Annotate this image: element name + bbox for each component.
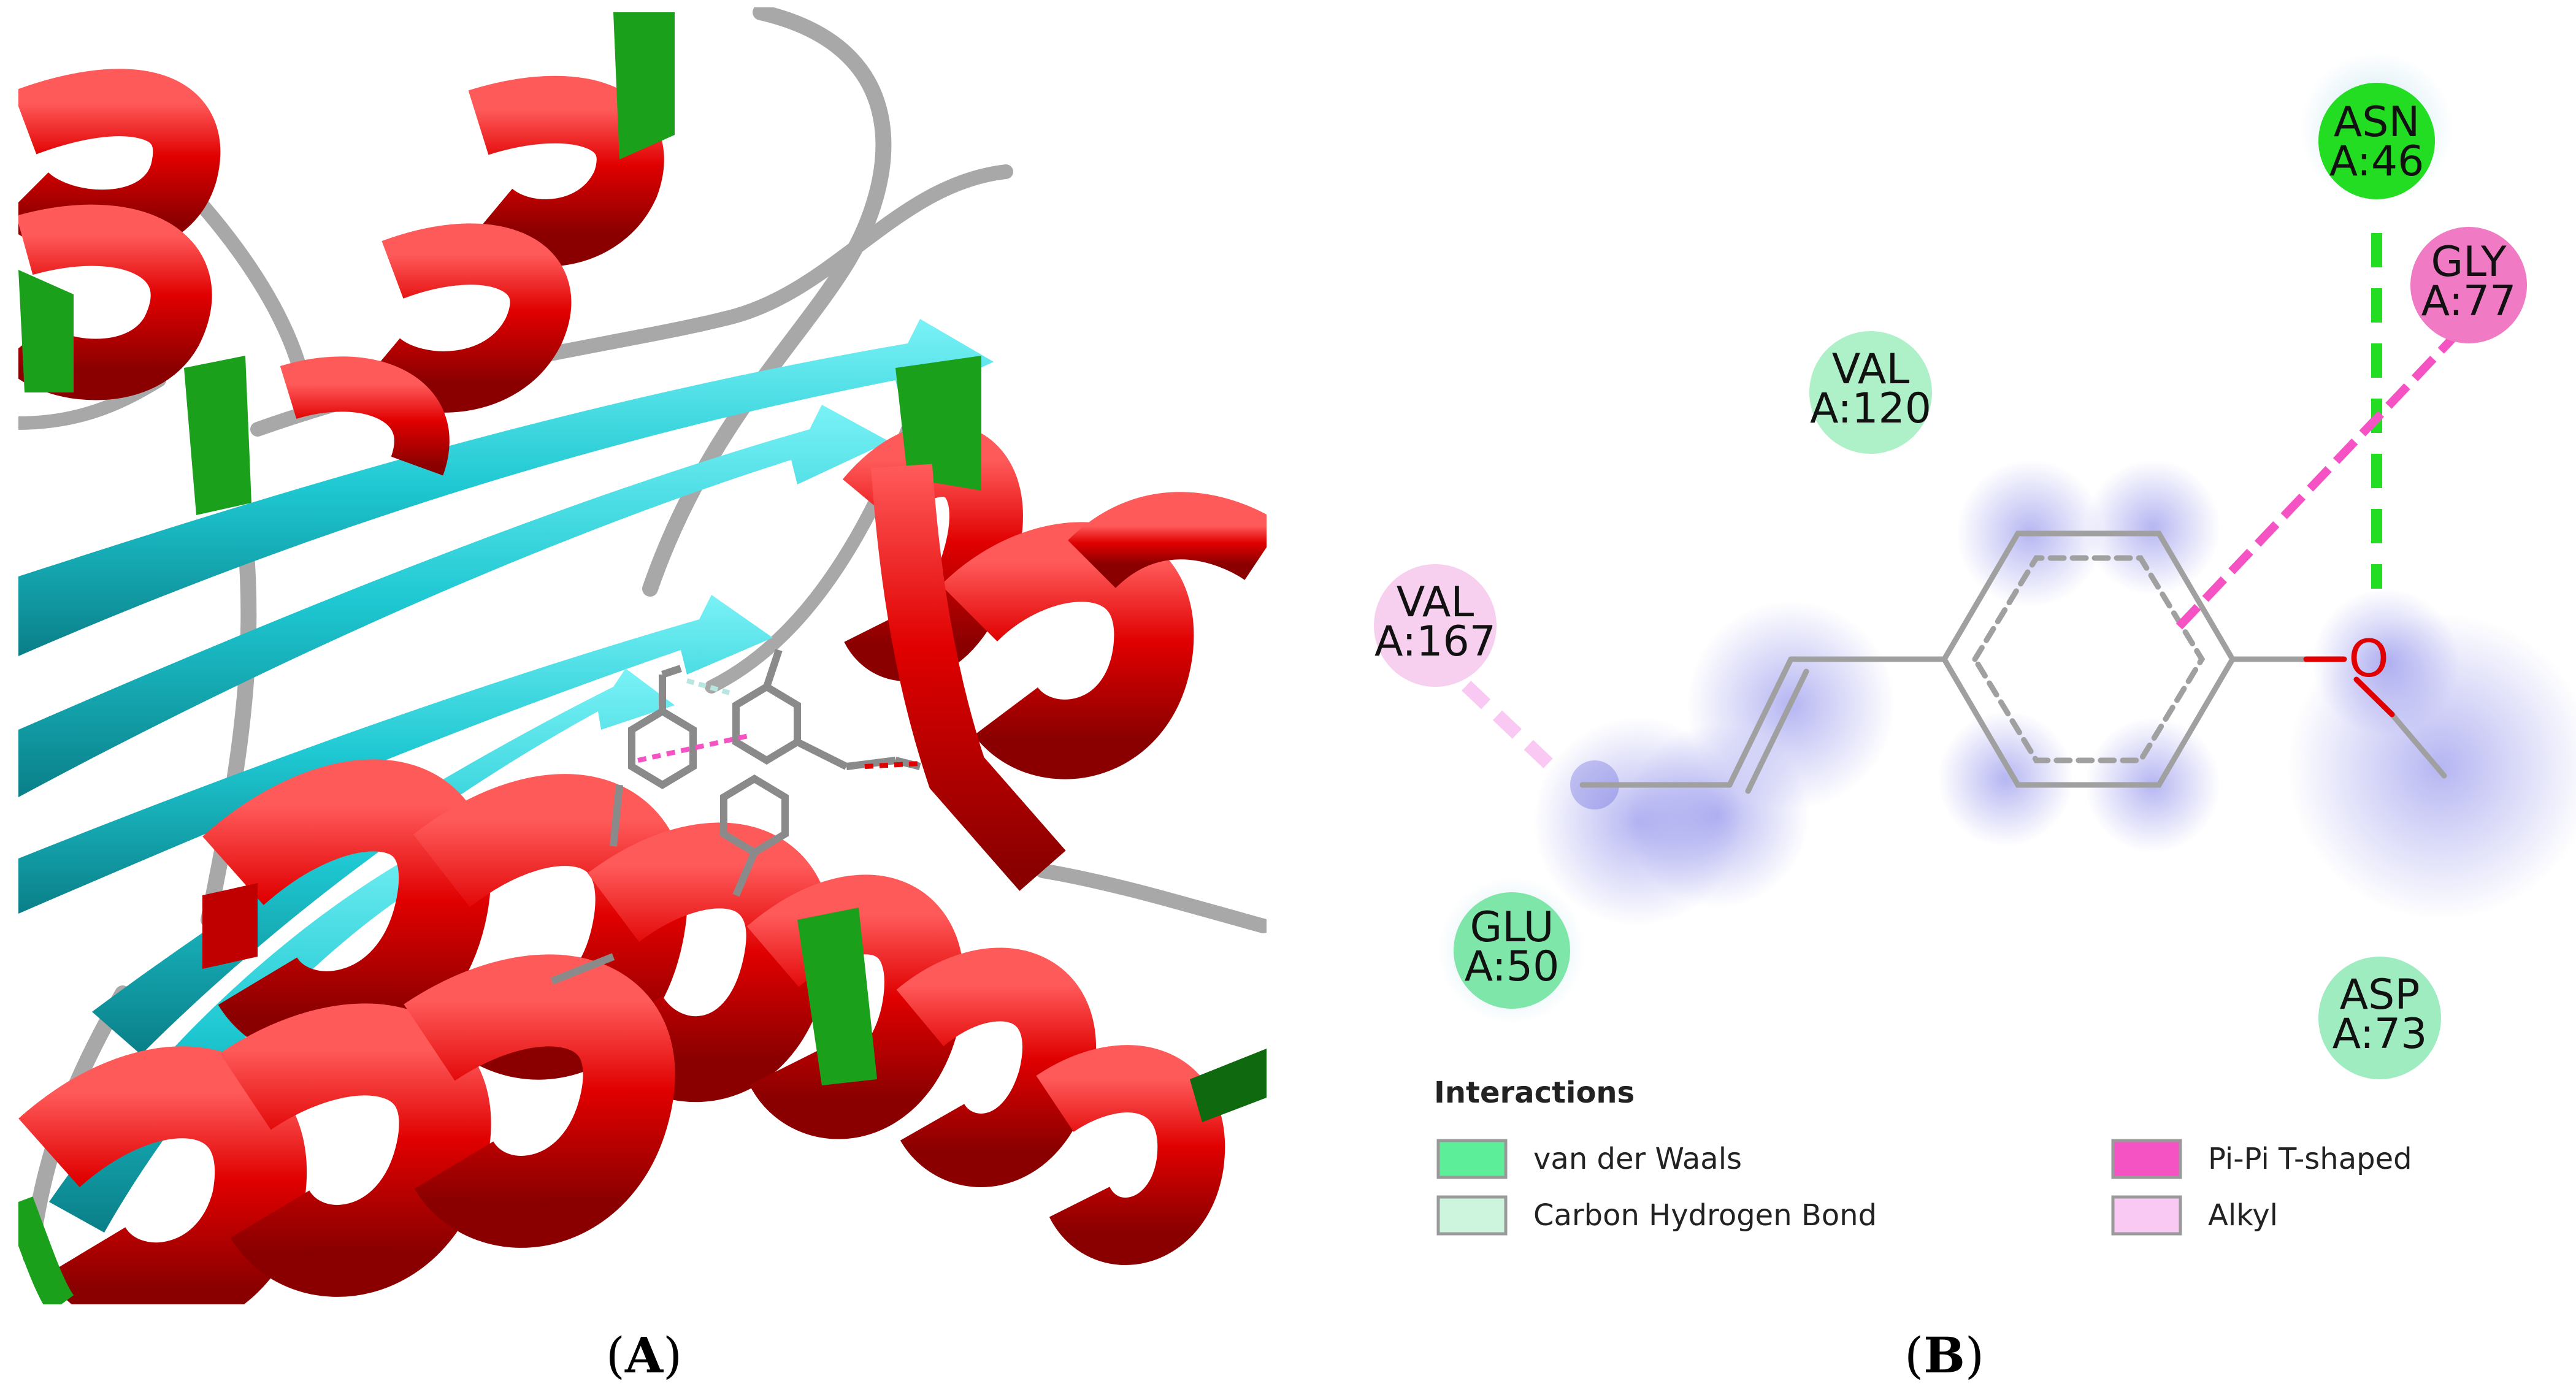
panel-label-b: (B) xyxy=(1904,1326,1984,1384)
legend-item-pi-pi-t-shaped: Pi-Pi T-shaped xyxy=(2111,1139,2412,1179)
oxygen-atom-label: O xyxy=(2348,629,2389,689)
interaction-legend: Interactions van der Waals Carbon Hydrog… xyxy=(1434,1076,2412,1236)
residue-name: ASP xyxy=(2340,971,2420,1019)
alkyl-val167-line xyxy=(1430,651,1563,778)
residue-asp73: ASP A:73 xyxy=(2318,957,2441,1079)
legend-swatch xyxy=(2111,1195,2182,1236)
residue-gly77: GLY A:77 xyxy=(2410,227,2527,343)
legend-title: Interactions xyxy=(1434,1076,1635,1110)
residue-val167: VAL A:167 xyxy=(1374,564,1497,687)
residue-asn46: ASN A:46 xyxy=(2300,52,2453,205)
residue-chain: A:46 xyxy=(2329,137,2425,186)
legend-label: Carbon Hydrogen Bond xyxy=(1533,1198,1877,1233)
pipi-gly77-line xyxy=(2171,328,2463,635)
residue-chain: A:73 xyxy=(2333,1010,2428,1058)
legend-item-van-der-waals: van der Waals xyxy=(1436,1139,1742,1179)
protein-ribbon-render xyxy=(18,7,1267,1304)
residue-name: GLU xyxy=(1470,903,1554,952)
residue-name: VAL xyxy=(1397,578,1474,627)
legend-label: van der Waals xyxy=(1533,1142,1742,1176)
residue-name: VAL xyxy=(1832,345,1910,394)
legend-label: Alkyl xyxy=(2208,1198,2278,1233)
residue-chain: A:77 xyxy=(2421,277,2517,326)
legend-label: Pi-Pi T-shaped xyxy=(2208,1142,2412,1176)
legend-swatch xyxy=(1436,1195,1508,1236)
legend-swatch xyxy=(1436,1139,1508,1179)
residue-name: GLY xyxy=(2431,238,2507,286)
residue-chain: A:120 xyxy=(1810,384,1931,433)
legend-swatch xyxy=(2111,1139,2182,1179)
residue-chain: A:167 xyxy=(1374,618,1496,666)
residue-chain: A:50 xyxy=(1465,943,1560,991)
residue-glu50: GLU A:50 xyxy=(1438,877,1585,1024)
residue-name: ASN xyxy=(2334,98,2420,147)
legend-item-alkyl: Alkyl xyxy=(2111,1195,2278,1236)
legend-item-carbon-hydrogen-bond: Carbon Hydrogen Bond xyxy=(1436,1195,1877,1236)
panel-label-a: (A) xyxy=(606,1326,683,1384)
interaction-diagram: O ASN A:46 GLY A:77 VAL A:120 VAL A:167 xyxy=(1374,52,2576,1236)
residue-val120: VAL A:120 xyxy=(1809,331,1932,454)
